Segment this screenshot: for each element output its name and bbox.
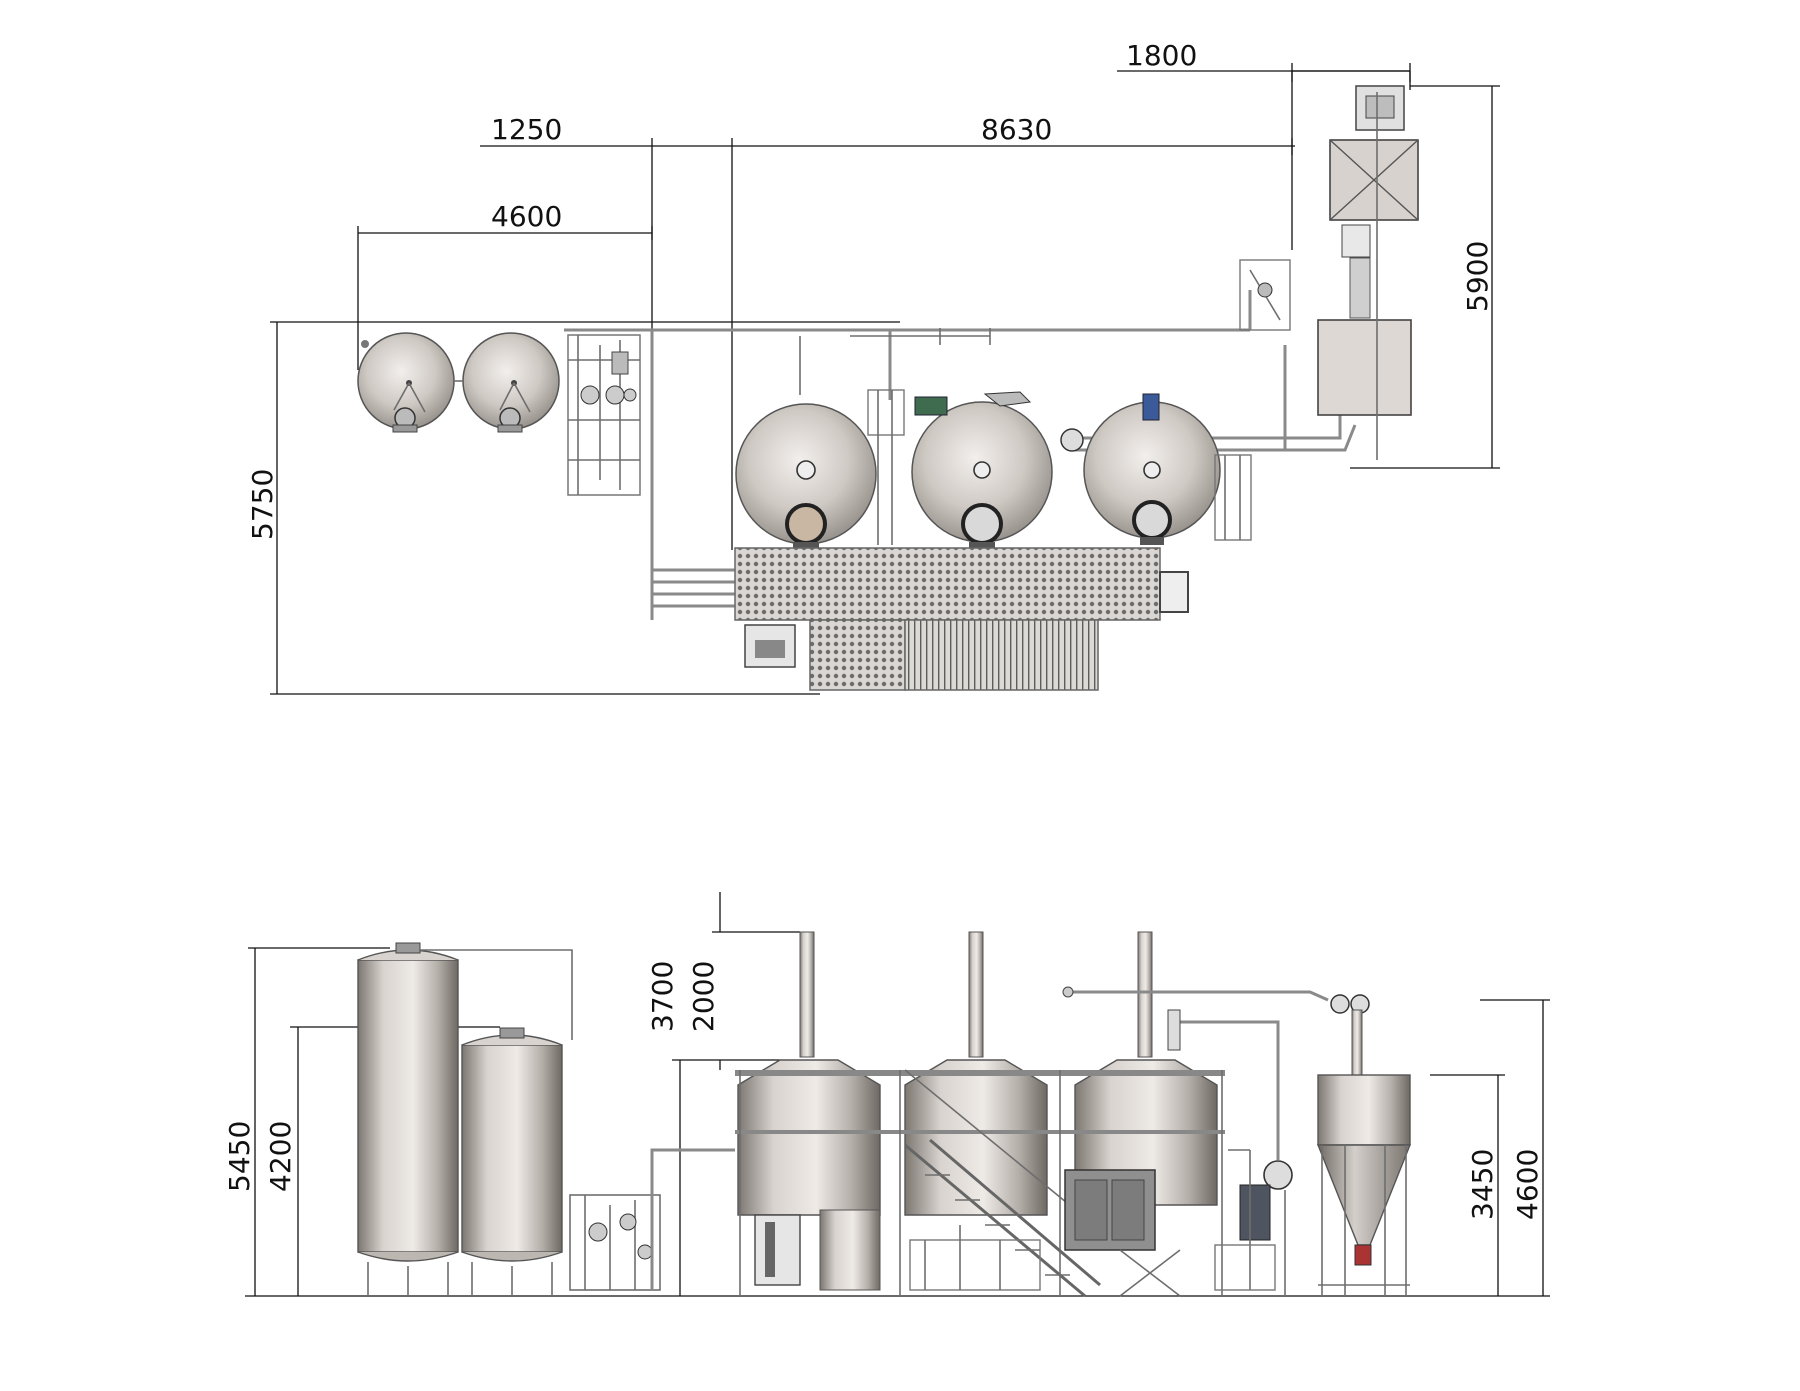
dim-4600-elevation: 4600	[1511, 1149, 1544, 1220]
dim-5900: 5900	[1461, 241, 1494, 312]
plan-inter-vessel-piping	[867, 259, 1291, 545]
elevation-valve-skid	[569, 1148, 735, 1291]
elevation-right-piping	[1062, 986, 1329, 1296]
elevation-fermenter-short	[461, 1027, 563, 1296]
plan-dimension-lines	[270, 63, 1500, 695]
elevation-malt-silo	[1316, 994, 1412, 1296]
dim-8630: 8630	[981, 113, 1052, 146]
dim-5450: 5450	[223, 1121, 256, 1192]
dim-1250: 1250	[491, 113, 562, 146]
plan-valve-manifold	[567, 334, 641, 496]
dim-2000: 2000	[687, 961, 720, 1032]
plan-platform	[734, 547, 1189, 691]
elevation-stairs	[904, 1069, 1101, 1298]
plan-fermenter-2	[454, 332, 560, 433]
dim-4200: 4200	[264, 1121, 297, 1192]
dim-4600-plan: 4600	[491, 200, 562, 233]
plan-brewhouse-vessel-2	[911, 391, 1053, 550]
elevation-brewhouse	[735, 931, 1225, 1298]
elevation-fermenter-tall	[357, 942, 573, 1296]
plan-fermenter-1	[357, 332, 455, 433]
dim-3450: 3450	[1466, 1149, 1499, 1220]
dim-1800: 1800	[1126, 39, 1197, 72]
dim-5750: 5750	[246, 469, 279, 540]
elevation-view: 5450 4200 3700 2000 3450 4600	[223, 892, 1550, 1298]
plan-brewhouse-vessel-3	[1060, 393, 1221, 545]
plan-brewhouse-vessel-1	[735, 403, 877, 550]
dim-3700: 3700	[646, 961, 679, 1032]
plan-view: 1800 1250 8630 4600 5750 5900	[246, 39, 1500, 695]
plan-malt-mill	[1317, 85, 1419, 460]
